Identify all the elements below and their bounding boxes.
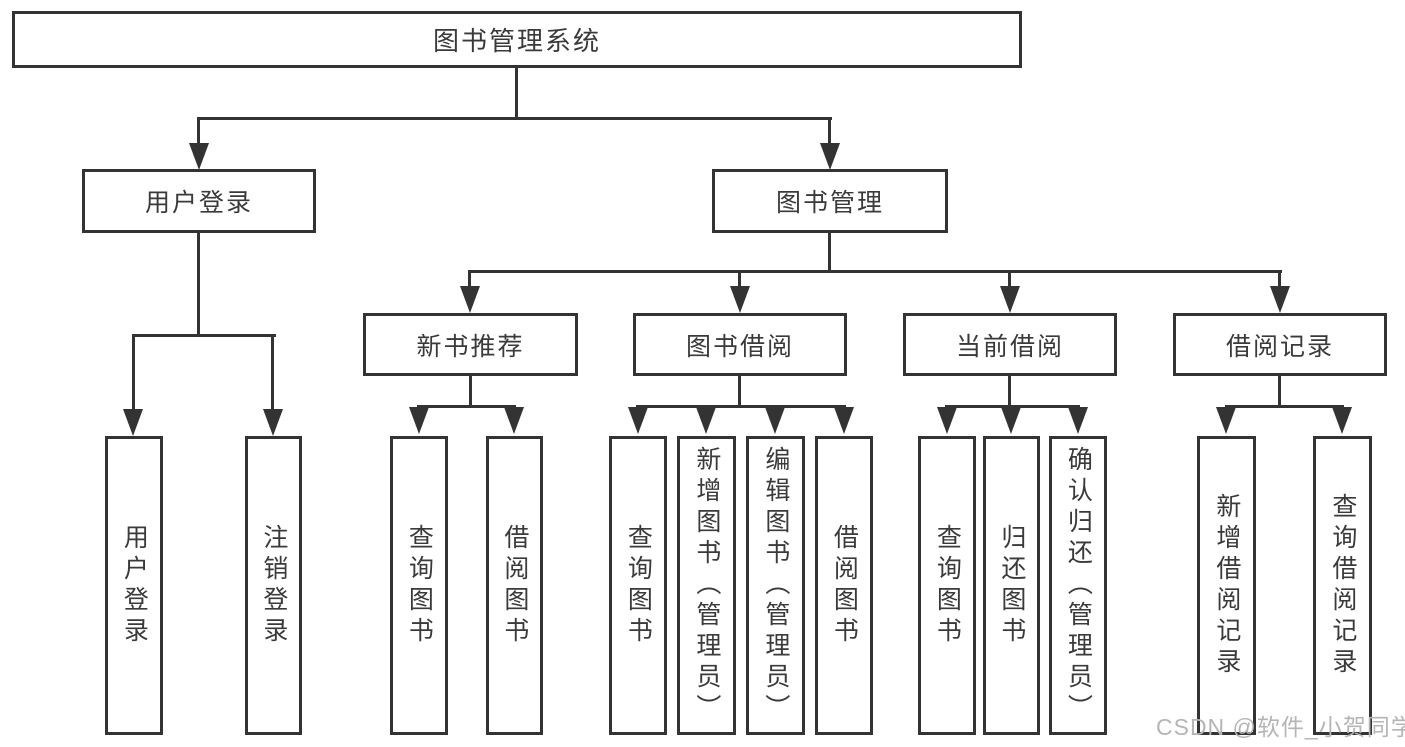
connector-line bbox=[132, 334, 135, 411]
arrow-down-icon bbox=[504, 407, 524, 434]
arrow-down-icon bbox=[765, 407, 785, 434]
node-borrowing-edit-books-admin: 编辑图书（管理员） bbox=[746, 436, 805, 735]
arrow-down-icon bbox=[1332, 407, 1352, 434]
node-current-query-books: 查询图书 bbox=[918, 436, 976, 735]
connector-line bbox=[1008, 374, 1011, 407]
arrow-down-icon bbox=[1216, 407, 1236, 434]
arrow-down-icon bbox=[123, 409, 143, 436]
connector-line bbox=[197, 117, 832, 120]
node-current-confirm-return-admin-label: 确认归还（管理员） bbox=[1064, 446, 1093, 725]
arrow-down-icon bbox=[189, 143, 209, 170]
connector-line bbox=[469, 374, 472, 407]
node-library-management-system: 图书管理系统 bbox=[12, 11, 1022, 68]
connector-line bbox=[468, 270, 1282, 273]
node-recommend-query-books: 查询图书 bbox=[390, 436, 448, 735]
arrow-down-icon bbox=[1000, 286, 1020, 313]
connector-line bbox=[738, 270, 741, 288]
node-records-add-record: 新增借阅记录 bbox=[1197, 436, 1256, 735]
node-records-query-record: 查询借阅记录 bbox=[1313, 436, 1372, 735]
arrow-down-icon bbox=[937, 407, 957, 434]
connector-line bbox=[828, 231, 831, 272]
arrow-down-icon bbox=[696, 407, 716, 434]
node-new-book-recommend: 新书推荐 bbox=[363, 313, 578, 376]
node-borrowing-add-books-admin-label: 新增图书（管理员） bbox=[692, 446, 721, 725]
node-current-return-books-label: 归还图书 bbox=[997, 523, 1026, 648]
node-user-login-group: 用户登录 bbox=[82, 169, 316, 233]
node-current-confirm-return-admin: 确认归还（管理员） bbox=[1049, 436, 1107, 735]
connector-line bbox=[1225, 405, 1344, 408]
node-borrowing-records: 借阅记录 bbox=[1173, 313, 1387, 376]
connector-line bbox=[945, 405, 1080, 408]
node-recommend-borrow-books: 借阅图书 bbox=[486, 436, 543, 735]
arrow-down-icon bbox=[1068, 407, 1088, 434]
node-borrowing-add-books-admin: 新增图书（管理员） bbox=[677, 436, 736, 735]
connector-line bbox=[1278, 374, 1281, 407]
connector-line bbox=[271, 334, 274, 411]
arrow-down-icon bbox=[409, 407, 429, 434]
csdn-watermark: CSDN @软件_小贺同学 bbox=[1156, 714, 1405, 740]
connector-line bbox=[1278, 270, 1281, 288]
node-records-query-record-label: 查询借阅记录 bbox=[1328, 492, 1357, 679]
node-borrowing-query-books-label: 查询图书 bbox=[624, 523, 653, 648]
node-logout-login: 注销登录 bbox=[245, 436, 302, 735]
connector-line bbox=[197, 231, 200, 336]
connector-line bbox=[1008, 270, 1011, 288]
connector-line bbox=[417, 405, 516, 408]
connector-line bbox=[515, 66, 518, 119]
arrow-down-icon bbox=[263, 409, 283, 436]
node-logout-login-label: 注销登录 bbox=[259, 523, 288, 648]
arrow-down-icon bbox=[1001, 407, 1021, 434]
connector-line bbox=[636, 405, 846, 408]
node-current-borrowing: 当前借阅 bbox=[903, 313, 1117, 376]
arrow-down-icon bbox=[1270, 286, 1290, 313]
node-book-management: 图书管理 bbox=[712, 169, 948, 233]
node-recommend-borrow-books-label: 借阅图书 bbox=[500, 523, 529, 648]
connector-line bbox=[738, 374, 741, 407]
arrow-down-icon bbox=[834, 407, 854, 434]
node-book-borrowing: 图书借阅 bbox=[633, 313, 847, 376]
connector-line bbox=[468, 270, 471, 288]
arrow-down-icon bbox=[820, 143, 840, 170]
connector-line bbox=[132, 334, 276, 337]
arrow-down-icon bbox=[730, 286, 750, 313]
node-borrowing-query-books: 查询图书 bbox=[609, 436, 667, 735]
node-borrowing-edit-books-admin-label: 编辑图书（管理员） bbox=[761, 446, 790, 725]
node-borrowing-borrow-books: 借阅图书 bbox=[815, 436, 873, 735]
connector-line bbox=[197, 117, 200, 145]
connector-line bbox=[828, 117, 831, 145]
node-recommend-query-books-label: 查询图书 bbox=[405, 523, 434, 648]
arrow-down-icon bbox=[628, 407, 648, 434]
node-current-return-books: 归还图书 bbox=[983, 436, 1040, 735]
arrow-down-icon bbox=[460, 286, 480, 313]
node-current-query-books-label: 查询图书 bbox=[933, 523, 962, 648]
node-user-login-label: 用户登录 bbox=[120, 523, 149, 648]
node-records-add-record-label: 新增借阅记录 bbox=[1212, 492, 1241, 679]
node-borrowing-borrow-books-label: 借阅图书 bbox=[830, 523, 859, 648]
node-user-login: 用户登录 bbox=[105, 436, 163, 735]
